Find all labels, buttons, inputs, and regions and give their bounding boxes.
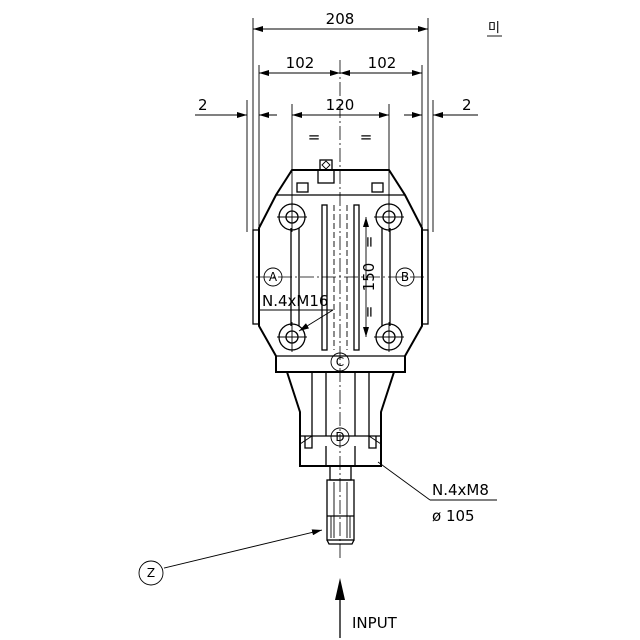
dimension-half-width-right-value: 102 — [368, 54, 397, 72]
point-b-label: B — [401, 270, 409, 284]
point-b: B — [395, 267, 415, 287]
view-label-z: Z — [138, 529, 323, 586]
dimension-overall-width-value: 208 — [326, 10, 355, 28]
dimension-half-widths: 102 102 — [259, 54, 422, 76]
input-arrow-label: INPUT — [352, 614, 398, 632]
input-shaft — [326, 465, 355, 545]
input-arrow: INPUT — [335, 578, 398, 638]
point-d-label: D — [335, 430, 344, 444]
equal-mark-right: = — [360, 128, 373, 146]
point-a: A — [263, 267, 283, 287]
equal-mark-bottom: = — [360, 306, 378, 319]
mounting-hole-bottom-right — [374, 322, 404, 352]
mounting-hole-top-left — [277, 202, 307, 232]
mounting-hole-bottom-left — [277, 322, 307, 352]
extension-lines — [246, 18, 434, 255]
view-label-z-text: Z — [147, 566, 155, 580]
dimension-offset-left-value: 2 — [198, 96, 208, 114]
dimension-half-width-left-value: 102 — [286, 54, 315, 72]
dimension-bolt-spacing-vertical-value: 150 — [360, 263, 378, 292]
callout-flange-holes: N.4xM8 ø 105 — [377, 461, 497, 525]
callout-mounting-holes: N.4xM16 — [258, 292, 334, 332]
mounting-hole-top-right — [374, 202, 404, 232]
point-d: D — [330, 427, 350, 447]
callout-flange-diameter-text: ø 105 — [432, 507, 475, 525]
equal-mark-left: = — [308, 128, 321, 146]
point-c: C — [330, 352, 350, 372]
dimension-overall-width: 208 — [253, 10, 428, 32]
equal-mark-top: = — [360, 236, 378, 249]
point-a-label: A — [269, 270, 278, 284]
point-c-label: C — [336, 355, 344, 369]
callout-flange-holes-text: N.4xM8 — [432, 481, 489, 499]
callout-mounting-holes-text: N.4xM16 — [262, 292, 328, 310]
dimension-bolt-spacing-horizontal: 120 = = — [292, 96, 389, 146]
sheet-mark: 미 — [488, 21, 500, 36]
gearbox-neck — [286, 371, 395, 467]
dimension-offset-right-value: 2 — [462, 96, 472, 114]
dimension-offsets: 2 2 — [195, 96, 478, 118]
dimension-bolt-spacing-vertical: 150 = = — [360, 217, 378, 337]
